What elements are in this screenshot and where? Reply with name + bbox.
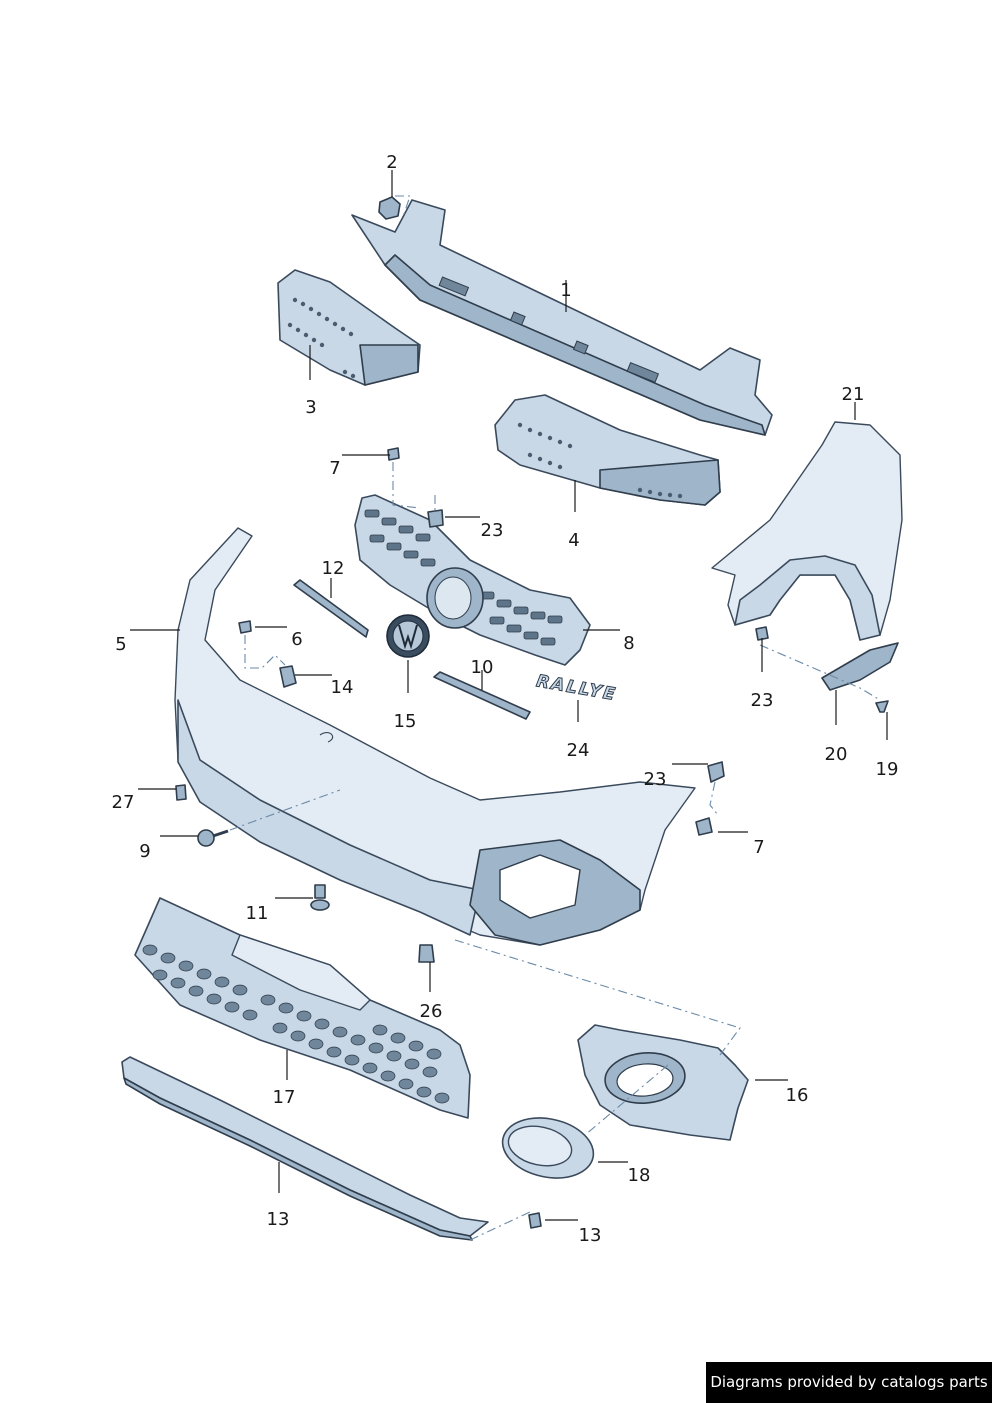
callout-20: 13 [267,1209,290,1230]
callout-labels: 2 1 3 21 7 23 4 12 5 6 8 10 14 23 15 24 … [112,152,899,1246]
callout-11: 11 [246,903,269,924]
callout-23-fender: 23 [751,690,774,711]
callout-16: 16 [786,1085,809,1106]
assembly-lines [229,195,881,1241]
part-19-lower-grille [134,897,471,1119]
credit-banner: Diagrams provided by catalogs parts [706,1362,992,1403]
callout-1: 1 [560,280,571,301]
callout-9: 12 [322,558,345,579]
callout-21: 19 [876,759,899,780]
part-13-screw [528,1212,542,1229]
part-2-nut [378,196,401,220]
callout-19: 17 [273,1087,296,1108]
part-7-screw-lower [695,817,713,836]
callout-23-bumper: 23 [644,769,667,790]
part-4-impact-absorber-right [494,394,721,506]
callout-26: 26 [420,1001,443,1022]
leader-lines [130,170,888,1221]
part-6-screw [238,620,252,634]
callout-8: 8 [623,633,634,654]
callout-5: 5 [115,634,126,655]
part-3-impact-absorber-left [277,269,421,386]
callout-23-upper: 23 [481,520,504,541]
part-1-reinforcement-bar [351,199,773,436]
rallye-badge-text: RALLYE [535,671,618,705]
part-15-emblem [386,614,430,658]
part-8-upper-grille [354,494,591,666]
callout-4: 4 [568,530,579,551]
part-10-trim-strip [433,671,531,720]
callout-27: 27 [112,792,135,813]
part-23-clip-fender [755,626,769,641]
part-20-lower-trim [121,1056,489,1241]
part-21-screw [875,700,889,713]
callout-7-lower: 7 [753,837,764,858]
part-24-rallye-badge: RALLYE [534,671,618,706]
callout-2: 2 [386,152,397,173]
part-17-foglamp [501,1117,595,1179]
part-22-bracket [821,642,899,691]
callout-17: 18 [628,1165,651,1186]
callout-6: 6 [291,629,302,650]
callout-24: 24 [567,740,590,761]
part-9-trim-strip [293,579,369,638]
part-14-clip [279,665,297,688]
callout-22: 20 [825,744,848,765]
part-16-foglamp-bezel [577,1024,749,1141]
callout-14: 14 [331,677,354,698]
part-18-fender [711,421,903,641]
callout-10: 10 [471,657,494,678]
part-26-clip [418,944,435,963]
callout-7-upper: 7 [329,458,340,479]
callout-3: 3 [305,397,316,418]
callout-12: 9 [139,841,150,862]
part-5-bumper-cover [174,527,696,946]
callout-13-label: 13 [579,1225,602,1246]
part-23-clip-bumper [707,761,725,783]
callout-15: 15 [394,711,417,732]
callout-18: 21 [842,384,865,405]
part-27-clip [175,784,187,801]
part-12-screw [197,829,229,847]
part-23-clip-upper [427,509,444,528]
part-7-screw-upper [387,447,400,461]
part-11-screw [310,884,330,911]
